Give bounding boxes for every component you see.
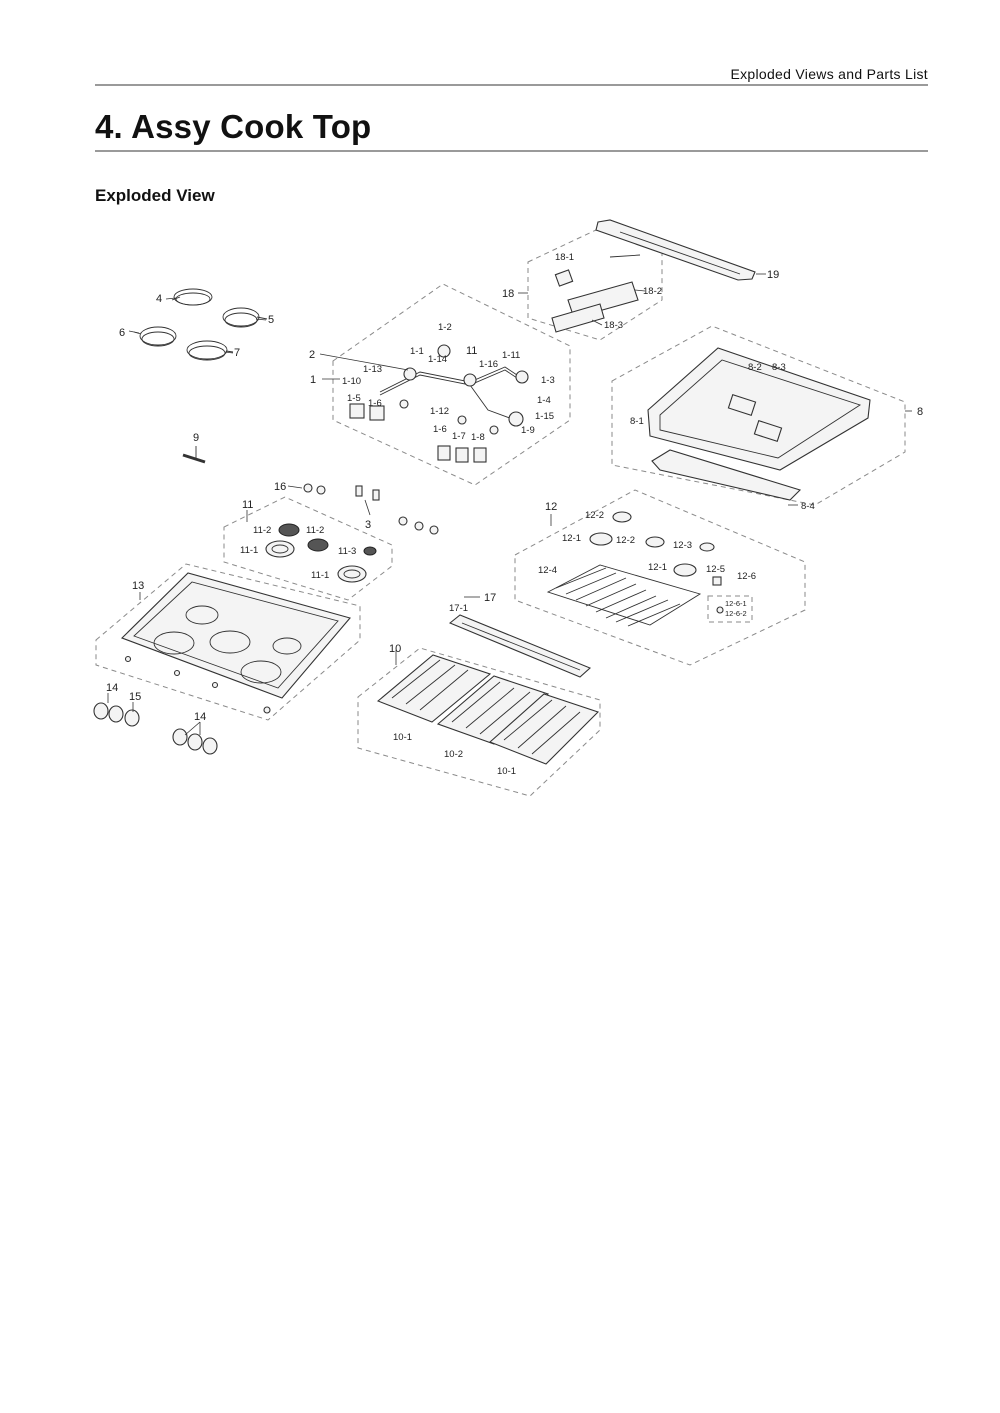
cooktop-13 — [121, 572, 351, 714]
callout-18-3: 18-3 — [604, 320, 623, 331]
hose-parts — [133, 288, 268, 361]
callout-14b: 14 — [194, 711, 206, 723]
group-1-box — [332, 283, 571, 486]
callout-18: 18 — [502, 288, 514, 300]
callout-12-5: 12-5 — [706, 564, 725, 575]
callout-6: 6 — [119, 327, 125, 339]
callout-10-1b: 10-1 — [497, 766, 516, 777]
title-rule — [95, 150, 928, 152]
trim-17 — [448, 614, 592, 678]
callout-15: 15 — [129, 691, 141, 703]
callout-1-1: 1-1 — [410, 346, 424, 357]
callout-1-12: 1-12 — [430, 406, 449, 417]
callout-11-2b: 11-2 — [306, 525, 324, 536]
part-19-bar — [595, 219, 756, 281]
group-13-box — [95, 563, 361, 721]
callout-1-4: 1-4 — [537, 395, 551, 406]
callout-13: 13 — [132, 580, 144, 592]
callout-1-6b: 1-6 — [433, 424, 447, 435]
callout-1-11: 1-11 — [502, 350, 520, 361]
callout-12-1b: 12-1 — [648, 562, 667, 573]
callout-12-6: 12-6 — [737, 571, 756, 582]
callout-1-6a: 1-6 — [368, 398, 382, 409]
callout-12-6-1: 12-6-1 — [725, 599, 747, 608]
header-rule — [95, 84, 928, 86]
callout-10-1a: 10-1 — [393, 732, 412, 743]
callout-11: 11 — [242, 499, 253, 511]
callout-8-1: 8-1 — [630, 416, 644, 427]
callout-11-1a: 11-1 — [240, 545, 258, 556]
section-title: Exploded View — [95, 186, 215, 205]
group-10-box — [357, 647, 601, 797]
callout-3: 3 — [365, 519, 371, 531]
caps-and-rack-12 — [546, 511, 753, 627]
callout-10: 10 — [389, 643, 401, 655]
callout-11-1b: 11-1 — [311, 570, 329, 581]
callout-12: 12 — [545, 501, 557, 513]
callout-1-3: 1-3 — [541, 375, 555, 386]
page-title: 4. Assy Cook Top — [95, 108, 372, 145]
callout-12-6-2: 12-6-2 — [725, 609, 747, 618]
callout-labels: 4 5 6 7 9 2 1 1-2 1-1 1-14 1-13 1-10 11 … — [106, 252, 923, 777]
callout-1-5: 1-5 — [347, 393, 361, 404]
callout-17: 17 — [484, 592, 496, 604]
callout-1-9: 1-9 — [521, 425, 535, 436]
callout-1-10: 1-10 — [342, 376, 361, 387]
leader-lines — [107, 273, 912, 736]
group-8-box — [611, 325, 906, 506]
callout-1-16: 1-16 — [479, 359, 498, 370]
group-12-box — [514, 489, 806, 666]
callout-16: 16 — [274, 481, 286, 493]
burner-heads-11 — [265, 523, 377, 583]
callout-8-3: 8-3 — [772, 362, 786, 373]
callout-1-2: 1-2 — [438, 322, 452, 333]
callout-11-3: 11-3 — [338, 546, 356, 557]
grates-10 — [376, 654, 600, 765]
callout-2: 2 — [309, 349, 315, 361]
callout-12-1a: 12-1 — [562, 533, 581, 544]
callout-1: 1 — [310, 374, 316, 386]
callout-11-2a: 11-2 — [253, 525, 271, 536]
callout-8-2: 8-2 — [748, 362, 762, 373]
callout-1-15: 1-15 — [535, 411, 554, 422]
callout-9: 9 — [193, 432, 199, 444]
callout-17-1: 17-1 — [449, 603, 468, 614]
running-header: Exploded Views and Parts List — [730, 66, 928, 82]
chassis-assembly-8 — [647, 347, 871, 501]
bracket-assembly-18 — [551, 254, 641, 333]
callout-19: 19 — [767, 269, 779, 281]
callout-1-8: 1-8 — [471, 432, 485, 443]
callout-12-4: 12-4 — [538, 565, 557, 576]
callout-5: 5 — [268, 314, 274, 326]
knobs-14-15 — [93, 702, 218, 755]
callout-1-13: 1-13 — [363, 364, 382, 375]
small-burner-parts — [303, 483, 439, 535]
callout-8: 8 — [917, 406, 923, 418]
callout-8-4: 8-4 — [801, 501, 815, 512]
callout-4: 4 — [156, 293, 162, 305]
callout-10-2: 10-2 — [444, 749, 463, 760]
callout-18-1: 18-1 — [555, 252, 574, 263]
part-9-pin — [182, 446, 206, 464]
callout-12-2b: 12-2 — [616, 535, 635, 546]
callout-1-7: 1-7 — [452, 431, 466, 442]
callout-7: 7 — [234, 347, 240, 359]
callout-18-2: 18-2 — [643, 286, 662, 297]
manifold-assembly — [349, 344, 529, 463]
callout-12-2a: 12-2 — [585, 510, 604, 521]
callout-12-3: 12-3 — [673, 540, 692, 551]
group-11-box — [223, 496, 393, 601]
callout-11-top: 11 — [466, 345, 477, 357]
callout-14a: 14 — [106, 682, 118, 694]
callout-1-14: 1-14 — [428, 354, 447, 365]
